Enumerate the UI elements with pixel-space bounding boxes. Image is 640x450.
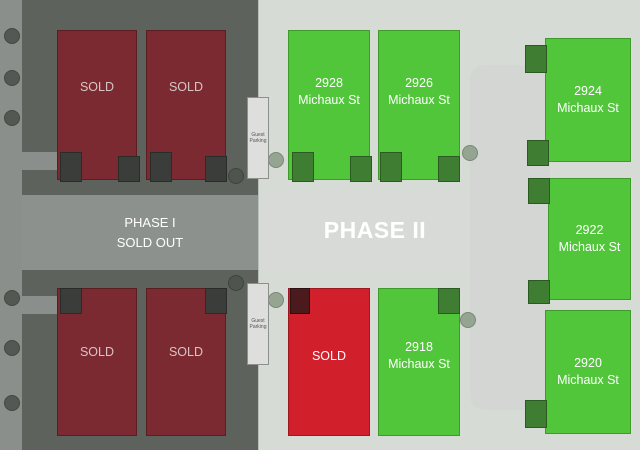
guest-parking-label: Guest Parking	[249, 318, 267, 330]
lot-number: 2920	[574, 356, 602, 370]
porch	[205, 288, 227, 314]
tree-icon	[4, 395, 20, 411]
phase1-label: PHASE I SOLD OUT	[80, 213, 220, 253]
lot-2924[interactable]: 2924 Michaux St	[545, 38, 631, 162]
lot-status: SOLD	[79, 344, 115, 359]
lot-2920[interactable]: 2920 Michaux St	[545, 310, 631, 434]
lot-number: 2924	[574, 84, 602, 98]
lot-number: 2928	[315, 76, 343, 90]
porch	[525, 400, 547, 428]
phase1-title: PHASE I	[124, 215, 176, 230]
tree-icon	[228, 168, 244, 184]
lot-street: Michaux St	[388, 357, 450, 371]
lot-number: 2918	[405, 340, 433, 354]
tree-icon	[4, 340, 20, 356]
porch	[380, 152, 402, 182]
guest-parking-bottom: Guest Parking	[247, 283, 269, 365]
lot-number: 2922	[575, 223, 604, 237]
lot-street: Michaux St	[558, 240, 621, 254]
phase1-status: SOLD OUT	[116, 235, 184, 250]
lot-status: SOLD	[79, 79, 115, 94]
porch	[438, 156, 460, 182]
guest-parking-top: Guest Parking	[247, 97, 269, 179]
porch	[527, 140, 549, 166]
lot-street: Michaux St	[557, 101, 619, 115]
lot-street: Michaux St	[298, 93, 360, 107]
west-road	[0, 0, 22, 450]
tree-icon	[4, 290, 20, 306]
tree-icon	[460, 312, 476, 328]
tree-icon	[4, 110, 20, 126]
tree-icon	[4, 28, 20, 44]
lot-status: SOLD	[168, 344, 204, 359]
porch	[60, 152, 82, 182]
porch	[60, 288, 82, 314]
porch	[118, 156, 140, 182]
tree-icon	[268, 152, 284, 168]
porch	[290, 288, 310, 314]
porch	[525, 45, 547, 73]
porch	[292, 152, 314, 182]
lot-status: SOLD	[168, 79, 204, 94]
porch	[350, 156, 372, 182]
porch	[528, 178, 550, 204]
tree-icon	[4, 70, 20, 86]
porch	[438, 288, 460, 314]
phase2-label: PHASE II	[323, 217, 427, 243]
porch	[150, 152, 172, 182]
guest-parking-label: Guest Parking	[249, 132, 267, 144]
lot-status: SOLD	[311, 348, 347, 363]
porch	[528, 280, 550, 304]
lot-number: 2926	[405, 76, 433, 90]
phase-divider	[258, 0, 259, 450]
lot-street: Michaux St	[557, 373, 619, 387]
walkway-sw	[22, 296, 58, 314]
tree-icon	[228, 275, 244, 291]
tree-icon	[268, 292, 284, 308]
cul-de-sac	[470, 65, 550, 410]
lot-2922[interactable]: 2922 Michaux St	[548, 178, 631, 300]
porch	[205, 156, 227, 182]
lot-street: Michaux St	[388, 93, 450, 107]
phase1-road	[0, 195, 258, 270]
walkway-nw	[22, 152, 58, 170]
tree-icon	[462, 145, 478, 161]
